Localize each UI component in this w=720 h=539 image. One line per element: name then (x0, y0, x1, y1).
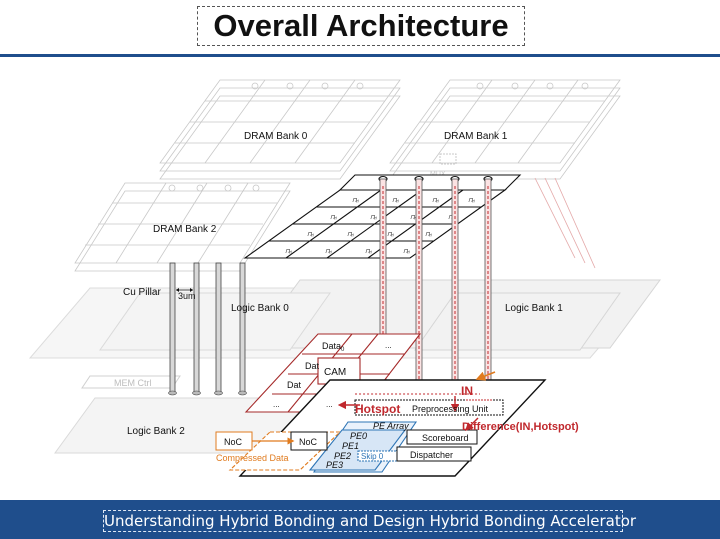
footer-bar: Understanding Hybrid Bonding and Design … (0, 500, 720, 539)
svg-text:⊓ᵣᵢ: ⊓ᵣᵢ (365, 249, 372, 255)
pe3-label: PE3 (326, 460, 343, 470)
dram-cell-glyphs: ⊓ᵣᵢ ⊓ᵣᵢ ⊓ᵣᵢ ⊓ᵣᵢ ⊓ᵣᵢ ⊓ᵣᵢ ⊓ᵣᵢ ⊓ᵣᵢ ⊓ᵣᵢ ⊓ᵣᵢ ⊓ᵣᵢ ⊓ᵣᵢ ⊓… (285, 198, 475, 255)
data-1-label: Dat (305, 361, 320, 371)
preprocessing-unit-box (354, 399, 504, 416)
data-0-text: Data (322, 341, 341, 351)
logic-bank-2-label: Logic Bank 2 (127, 426, 185, 437)
svg-text:⊓ᵣᵢ: ⊓ᵣᵢ (347, 232, 354, 238)
data-2-label: Dat (287, 380, 302, 390)
pe-array-label: PE Array (373, 421, 409, 431)
dispatcher-label: Dispatcher (410, 450, 453, 460)
svg-text:⊓ᵣᵢ: ⊓ᵣᵢ (387, 232, 394, 238)
dispatcher-box (396, 446, 472, 462)
skip-0-label: Skip 0 (361, 452, 384, 461)
svg-text:⊓ᵣᵢ: ⊓ᵣᵢ (468, 198, 475, 204)
svg-text:⊓ᵣᵢ: ⊓ᵣᵢ (425, 232, 432, 238)
logic-base-layer (28, 279, 661, 454)
pe-array (308, 421, 418, 473)
pitch-marker (176, 288, 193, 292)
title-rule (0, 54, 720, 57)
compressed-data-label: Compressed Data (216, 453, 289, 463)
difference-label: Difference(IN,Hotspot) (462, 421, 579, 433)
dram-bank-1-stack (389, 79, 621, 269)
svg-text:⊓ᵣᵢ: ⊓ᵣᵢ (432, 198, 439, 204)
architecture-svg: MUX ⊓ᵣᵢ⊓ᵣᵢ⊓ᵣᵢ⊓ᵣᵢ ⊓ᵣᵢ⊓ᵣᵢ⊓ᵣᵢ⊓ᵣᵢ ⊓ᵣᵢ⊓ᵣᵢ⊓ᵣᵢ⊓… (28, 79, 661, 477)
pe0-label: PE0 (350, 431, 367, 441)
ellipsis-3: ... (385, 341, 392, 350)
ellipsis-2: ... (326, 400, 333, 409)
svg-text:⊓ᵣᵢ: ⊓ᵣᵢ (448, 215, 455, 221)
dram-bank-0-label: DRAM Bank 0 (244, 131, 308, 142)
cu-pillar-label: Cu Pillar (123, 287, 161, 298)
scoreboard-label: Scoreboard (422, 433, 469, 443)
pe1-label: PE1 (342, 441, 359, 451)
footer-caption: Understanding Hybrid Bonding and Design … (103, 510, 637, 532)
svg-text:⊓ᵣᵢ: ⊓ᵣᵢ (392, 198, 399, 204)
preprocessing-unit-label: Preprocessing Unit (412, 404, 489, 414)
scoreboard-box (406, 429, 478, 445)
svg-text:⊓ᵣᵢ: ⊓ᵣᵢ (410, 215, 417, 221)
in-label: IN (461, 384, 473, 398)
hotspot-label: Hotspot (355, 402, 400, 416)
dram-bank-2-label: DRAM Bank 2 (153, 224, 217, 235)
svg-text:⊓ᵣᵢ: ⊓ᵣᵢ (307, 232, 314, 238)
mem-ctrl-label: MEM Ctrl (114, 378, 152, 388)
pitch-label: 3um (178, 291, 196, 301)
cu-pillars (168, 262, 247, 396)
svg-text:⊓ᵣᵢ: ⊓ᵣᵢ (325, 249, 332, 255)
cam-label: CAM (324, 367, 346, 378)
title-bar: Overall Architecture (0, 0, 720, 57)
svg-text:⊓ᵣᵢ: ⊓ᵣᵢ (330, 215, 337, 221)
architecture-diagram: MUX ⊓ᵣᵢ⊓ᵣᵢ⊓ᵣᵢ⊓ᵣᵢ ⊓ᵣᵢ⊓ᵣᵢ⊓ᵣᵢ⊓ᵣᵢ ⊓ᵣᵢ⊓ᵣᵢ⊓ᵣᵢ⊓… (0, 58, 720, 498)
logic-bank-1-label: Logic Bank 1 (505, 303, 563, 314)
dram-bank-0-stack (159, 79, 401, 180)
svg-text:⊓ᵣᵢ: ⊓ᵣᵢ (370, 215, 377, 221)
svg-text:⊓ᵣᵢ: ⊓ᵣᵢ (403, 249, 410, 255)
dram-bank-1-label: DRAM Bank 1 (444, 131, 508, 142)
ellipsis-1: ... (273, 400, 280, 409)
data-0-subscript: 0 (341, 347, 345, 353)
data-0-label: Data0 (322, 341, 345, 353)
faded-tsv-mark (439, 153, 457, 165)
noc-left-label: NoC (224, 437, 243, 447)
noc-right-label: NoC (299, 437, 318, 447)
svg-text:⊓ᵣᵢ: ⊓ᵣᵢ (285, 249, 292, 255)
pe2-label: PE2 (334, 451, 351, 461)
logic-bank-0-label: Logic Bank 0 (231, 303, 289, 314)
svg-text:⊓ᵣᵢ: ⊓ᵣᵢ (352, 198, 359, 204)
dataflow-arrows (337, 371, 496, 431)
slide-title: Overall Architecture (197, 6, 525, 46)
